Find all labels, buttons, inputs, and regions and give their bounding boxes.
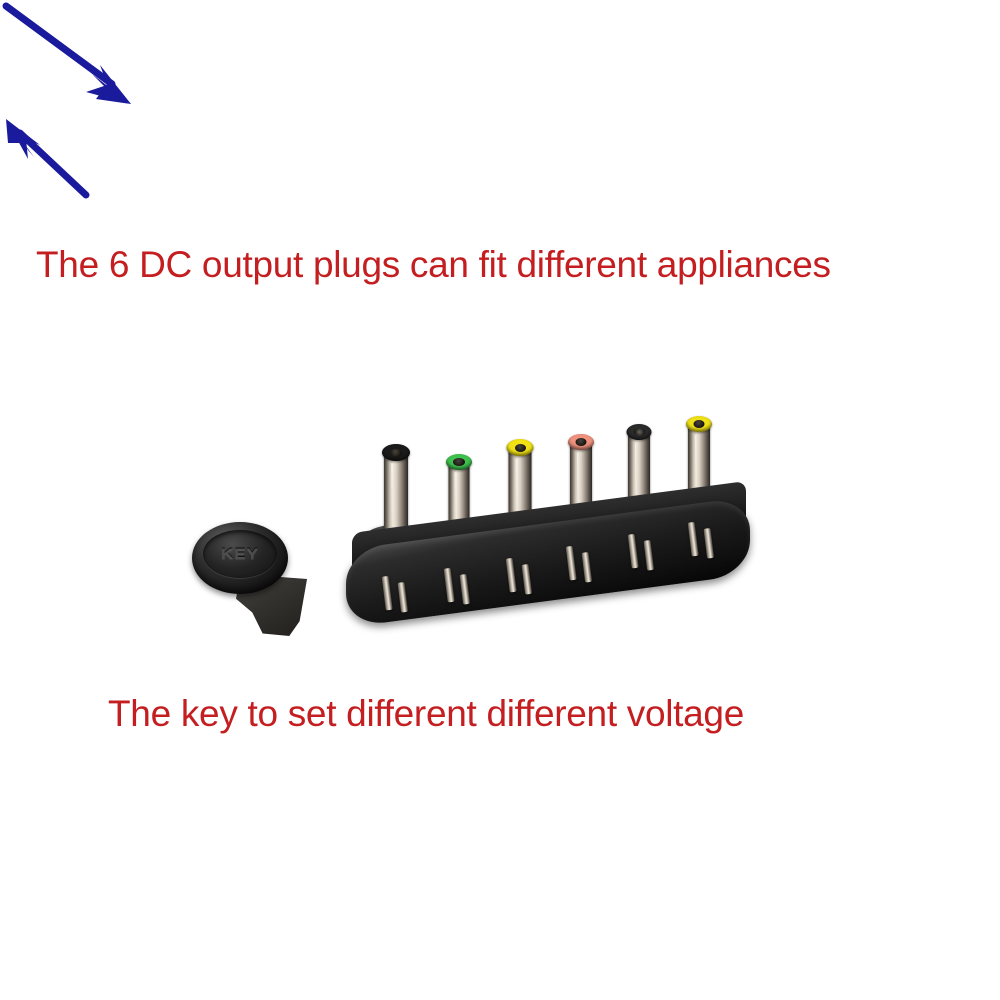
plug-pin [581,551,593,583]
plug-pin [459,573,471,605]
bottom-annotation-arrow [0,115,95,203]
plug-pin [397,581,409,613]
plug-tip-ring [382,444,410,461]
plug-pin-pair [687,520,719,563]
dc-plug-assembly [340,372,760,628]
plug-tip-ring [686,416,712,432]
plug-pin [703,527,715,559]
plug-tip-hole [633,428,645,436]
arrow-down-right-icon [2,2,131,104]
plug-pin-pair [627,532,659,575]
key-knob-label: KEY [221,545,259,562]
plug-tip-hole [514,443,526,452]
arrow-up-left-icon [6,119,90,199]
plug-tip-ring [506,439,534,456]
plug-pin [521,563,533,595]
top-annotation-arrow [0,0,150,115]
top-caption-text: The 6 DC output plugs can fit different … [36,244,831,285]
plug-tip-ring [626,424,652,440]
bottom-caption-text: The key to set different different volta… [108,693,744,734]
plug-pin-pair [505,556,537,599]
voltage-selector-key: KEY [192,512,322,640]
plug-pin [643,539,655,571]
plug-tip-ring [446,454,472,470]
plug-pin-pair [381,574,413,617]
plug-tip-hole [390,448,402,457]
plug-tip-hole [693,420,705,428]
key-knob-face: KEY [203,530,277,578]
plug-tip-ring [568,434,594,450]
plug-pin-pair [443,566,475,609]
plug-pin-pair [565,544,597,587]
plug-barrel [384,453,408,535]
plug-tip-hole [575,438,587,446]
plug-tip-hole [453,458,465,466]
key-knob: KEY [192,522,288,594]
